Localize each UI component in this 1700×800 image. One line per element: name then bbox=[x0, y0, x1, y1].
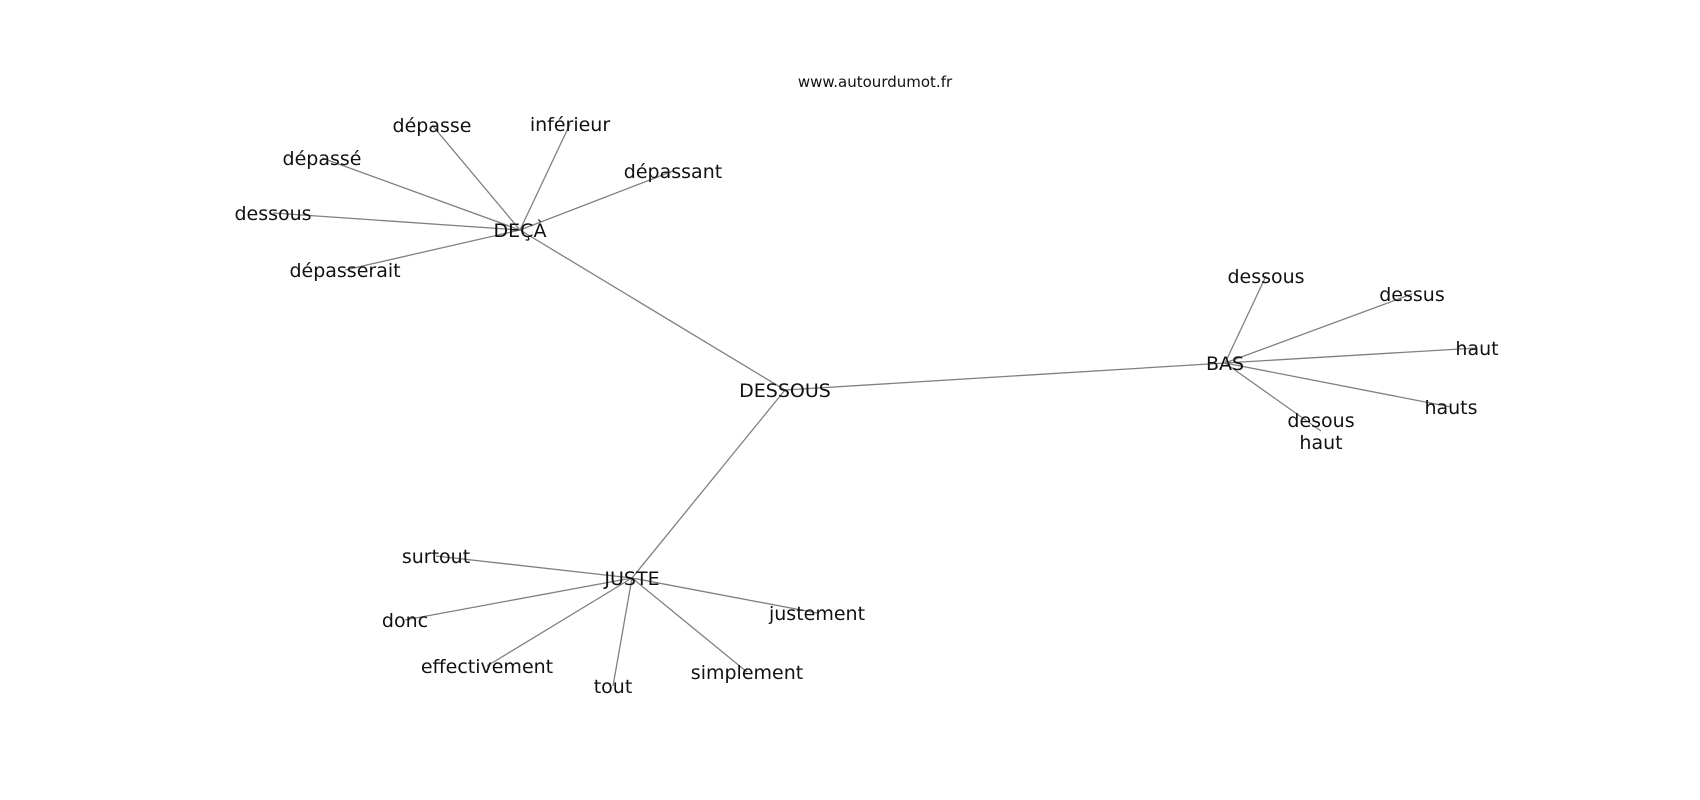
edge-deca-inferieur bbox=[519, 123, 571, 231]
edge-center-juste bbox=[631, 389, 786, 579]
leaf-node-bas-haut: haut bbox=[1455, 338, 1498, 360]
hub-node-juste: JUSTE bbox=[603, 568, 659, 590]
site-url: www.autourdumot.fr bbox=[798, 73, 953, 91]
edge-juste-simplement bbox=[631, 577, 748, 673]
leaf-node-deca-depassant: dépassant bbox=[624, 161, 722, 183]
edge-deca-depasserait bbox=[344, 229, 521, 271]
leaf-node-bas-dessous: dessous bbox=[1227, 266, 1304, 288]
leaf-node-juste-donc: donc bbox=[382, 610, 428, 632]
edge-center-deca bbox=[519, 229, 786, 391]
hub-node-deca: DEÇÀ bbox=[494, 219, 547, 242]
graph-nodes: DESSOUS DEÇÀ dépasse inférieur dépassé dépass… bbox=[234, 114, 1498, 698]
leaf-node-juste-simplement: simplement bbox=[691, 662, 803, 684]
edge-bas-haut bbox=[1224, 347, 1478, 364]
leaf-node-juste-surtout: surtout bbox=[402, 546, 470, 568]
leaf-node-deca-inferieur: inférieur bbox=[530, 114, 611, 136]
leaf-node-bas-hauts: hauts bbox=[1424, 397, 1477, 419]
graph-edges bbox=[272, 123, 1478, 687]
leaf-node-deca-depasse: dépasse bbox=[393, 115, 472, 137]
edge-juste-donc bbox=[404, 577, 633, 621]
edge-deca-depasse bbox=[431, 124, 521, 231]
leaf-node-deca-depasse: dépassé bbox=[283, 148, 362, 170]
leaf-node-juste-effectivement: effectivement bbox=[421, 656, 553, 678]
leaf-node-bas-dessus: dessus bbox=[1379, 284, 1445, 306]
edge-juste-surtout bbox=[435, 555, 633, 579]
leaf-node-juste-tout: tout bbox=[594, 676, 633, 698]
leaf-node-juste-justement: justement bbox=[768, 603, 865, 625]
edge-juste-effectivement bbox=[486, 577, 633, 667]
edge-deca-depassant bbox=[519, 170, 674, 231]
edge-deca-depasse bbox=[321, 157, 521, 231]
center-node: DESSOUS bbox=[739, 380, 831, 402]
edge-bas-hauts bbox=[1224, 362, 1452, 408]
edge-bas-desous-haut bbox=[1224, 362, 1322, 432]
edge-bas-dessus bbox=[1224, 293, 1413, 364]
edge-juste-tout bbox=[612, 577, 633, 687]
edge-center-bas bbox=[784, 362, 1226, 391]
edge-bas-dessous bbox=[1224, 275, 1267, 364]
leaf-node-deca-dessous: dessous bbox=[234, 203, 311, 225]
hub-node-bas: BAS bbox=[1206, 353, 1244, 375]
edge-deca-dessous bbox=[272, 212, 521, 231]
leaf-node-deca-depasserait: dépasserait bbox=[289, 260, 400, 282]
edge-juste-justement bbox=[631, 577, 818, 614]
